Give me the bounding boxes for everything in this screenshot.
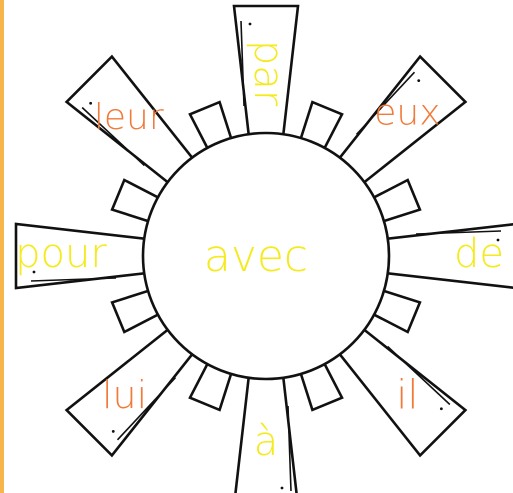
- ray-shine-dot: [89, 102, 92, 105]
- ray-word: il: [396, 372, 418, 418]
- center-word: avec: [204, 231, 308, 282]
- ray-word: leur: [94, 97, 164, 138]
- ray-word: eux: [374, 93, 440, 134]
- ray-word: pour: [15, 231, 107, 277]
- left-accent-border: [0, 0, 4, 493]
- ray-shine-dot: [440, 407, 443, 410]
- ray-shine-dot: [417, 79, 420, 82]
- ray-shine-dot: [249, 23, 252, 26]
- ray-word: à: [254, 419, 279, 465]
- ray-word: par: [245, 40, 291, 107]
- ray-word: de: [454, 231, 504, 277]
- ray-shine-dot: [112, 430, 115, 433]
- ray-word: lui: [102, 373, 147, 417]
- ray-shine-dot: [281, 487, 284, 490]
